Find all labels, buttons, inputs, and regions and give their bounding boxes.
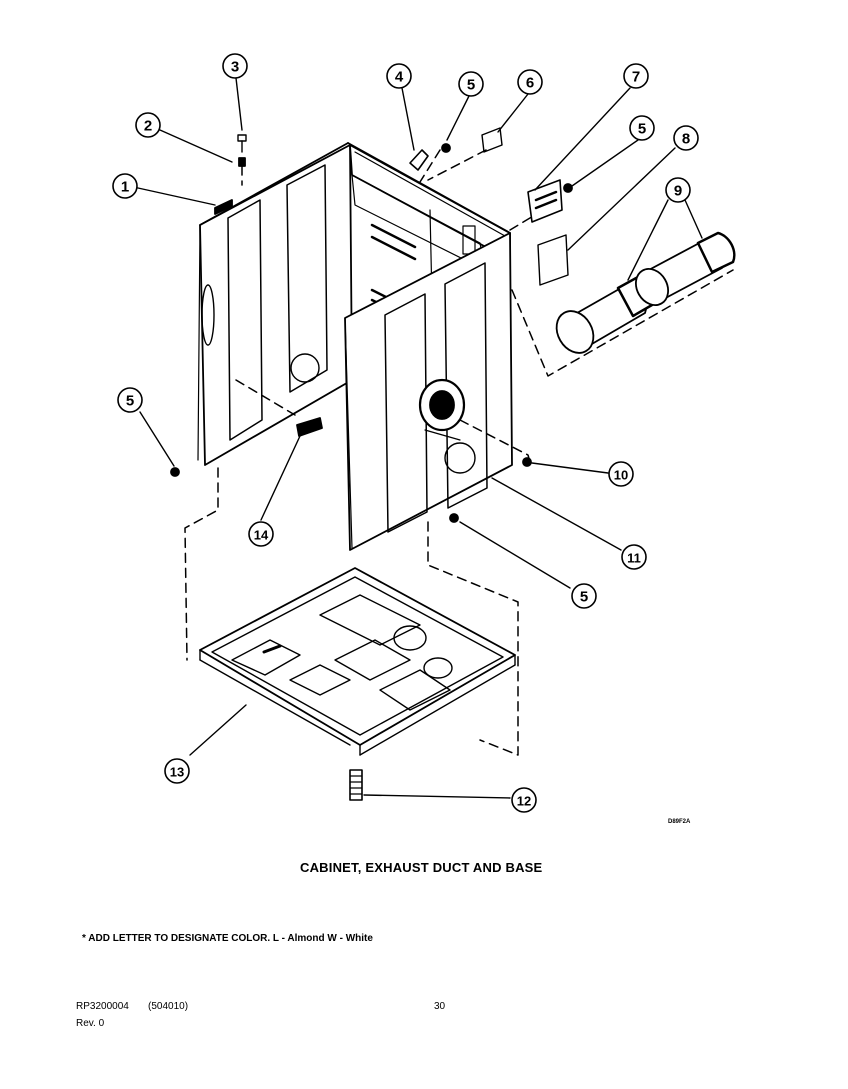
cabinet-left-panel	[197, 144, 353, 466]
callout-12: 12	[517, 794, 531, 809]
color-footnote: * ADD LETTER TO DESIGNATE COLOR. L - Alm…	[82, 933, 373, 944]
cabinet-base	[199, 567, 516, 756]
callout-5b: 5	[638, 121, 646, 138]
drawing-code: D89F2A	[668, 819, 691, 825]
callout-5: 5	[467, 77, 475, 94]
hardware-parts	[237, 127, 573, 286]
callout-8: 8	[682, 131, 690, 148]
callout-numbers: 1 2 3 4 5 6 7 5 8 9 5 10 11 5 14 13 12	[121, 59, 690, 809]
callout-5c: 5	[126, 393, 134, 410]
leveling-leg	[349, 769, 363, 801]
part-number: RP3200004	[76, 1001, 129, 1012]
callout-13: 13	[170, 765, 184, 780]
cabinet-front-panel	[344, 232, 513, 551]
revision: Rev. 0	[76, 1018, 105, 1029]
callout-2: 2	[144, 118, 152, 135]
label-plate	[296, 417, 323, 437]
assembly-guide-lines	[184, 149, 734, 756]
callout-11: 11	[627, 551, 641, 566]
callout-14: 14	[254, 528, 269, 543]
callout-5d: 5	[580, 589, 588, 606]
callout-3: 3	[231, 59, 239, 76]
screw	[170, 467, 180, 477]
callout-circles	[112, 53, 699, 813]
diagram-title: CABINET, EXHAUST DUCT AND BASE	[300, 860, 543, 875]
part-code: (504010)	[148, 1001, 189, 1012]
exhaust-duct-pair	[555, 231, 736, 354]
leader-lines	[137, 77, 703, 799]
cabinet-top-rail	[199, 142, 511, 234]
page-number: 30	[434, 1001, 446, 1012]
callout-10: 10	[614, 468, 628, 483]
screw	[449, 513, 459, 523]
callout-1: 1	[121, 179, 129, 196]
callout-9: 9	[674, 183, 682, 200]
callout-6: 6	[526, 75, 534, 92]
callout-7: 7	[632, 69, 640, 86]
callout-4: 4	[395, 69, 404, 86]
